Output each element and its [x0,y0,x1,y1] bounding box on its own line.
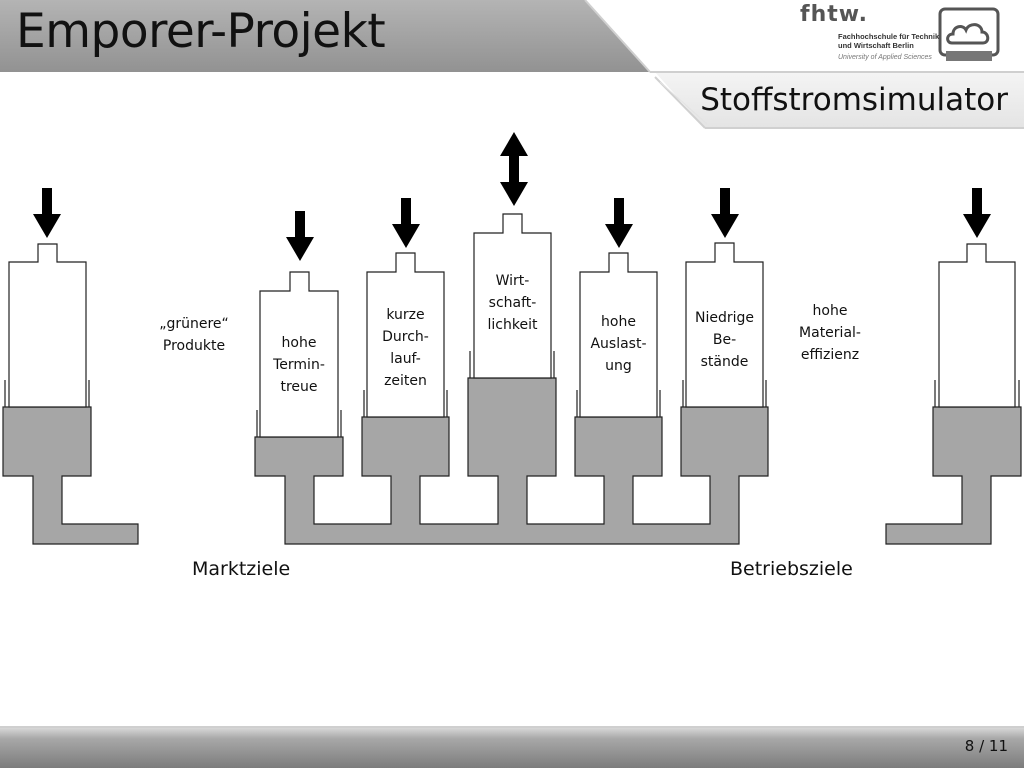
htw-name-line1: Fachhochschule für Technik [838,32,940,41]
footer-band [0,726,1024,768]
header-band [0,0,1024,129]
piston-durchlaufzeiten [366,252,445,418]
connected-cylinder-system [254,213,769,545]
arrow-down-icon [711,188,739,238]
label-gruenere-produkte: „grünere“ Produkte [159,316,229,354]
label-hohe-termintreue: hohe Termin- treue [273,335,325,395]
label-wirtschaftlichkeit: Wirt- schaft- lichkeit [487,273,538,333]
piston-wirtschaftlichkeit [473,213,552,379]
htw-logo: fhtw. Fachhochschule für Technik und Wir… [800,2,940,66]
htw-name-line3: University of Applied Sciences [838,54,932,61]
label-betriebsziele: Betriebsziele [730,558,853,580]
htw-name-line2: und Wirtschaft Berlin [838,41,914,50]
label-hohe-materialeffizienz: hohe Material- effizienz [799,303,861,363]
label-hohe-auslastung: hohe Auslast- ung [590,314,647,374]
arrow-up-down-icon [500,132,528,206]
piston-termintreue [259,271,339,438]
arrow-down-icon [286,211,314,261]
label-kurze-durchlaufzeiten: kurze Durch- lauf- zeiten [382,307,429,389]
label-marktziele: Marktziele [192,558,291,580]
arrow-down-icon [33,188,61,238]
arrow-down-icon [392,198,420,248]
label-niedrige-bestaende: Niedrige Be- stände [694,310,754,370]
cloud-monitor-icon [938,7,1000,61]
piston-bestaende [685,242,764,408]
arrow-down-icon [963,188,991,238]
page-subtitle: Stoffstromsimulator [700,82,1008,118]
piston-auslastung [579,252,658,418]
arrow-down-icon [605,198,633,248]
page-title: Emporer-Projekt [16,4,386,59]
cylinder-outer-left [2,243,139,545]
htw-brand-text: fhtw. [800,2,869,27]
page-number: 8 / 11 [964,737,1008,755]
force-arrows [33,132,991,261]
cylinder-outer-right [885,243,1022,545]
